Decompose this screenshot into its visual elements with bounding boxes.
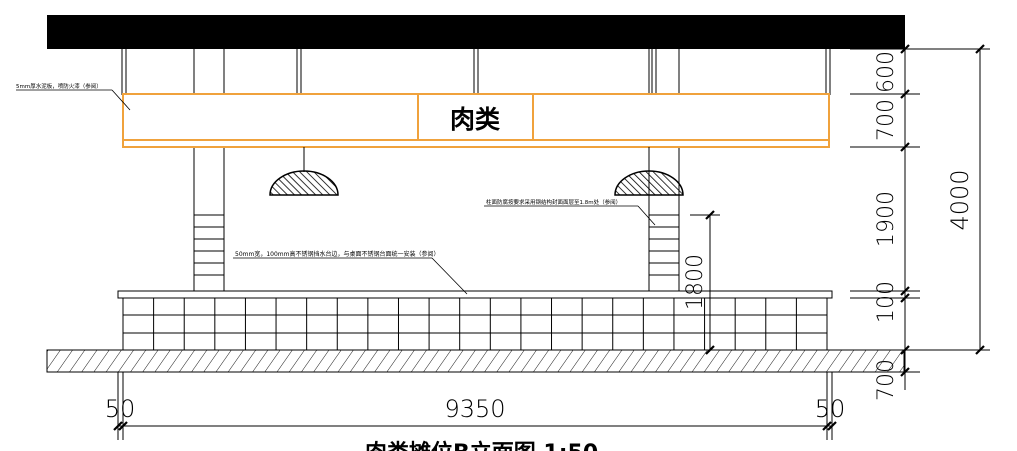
ground-slab	[46, 349, 905, 373]
left-column	[193, 49, 225, 292]
roof-slab	[47, 15, 905, 49]
dim-bottom-left: 50	[105, 395, 136, 423]
dim-700-upper: 700	[874, 99, 899, 141]
dim-4000: 4000	[946, 169, 974, 230]
annotation-top-left: 5mm厚水泥板，喷防火漆（参阅）	[16, 82, 102, 90]
dimension-ticks-right	[900, 44, 985, 377]
pendant-lamp-right	[614, 147, 684, 196]
dimension-chain-right	[830, 48, 990, 390]
annotation-counter-note: 50mm宽，100mm高不锈钢挡水台边，与桌面不锈钢台面统一安装（参阅）	[235, 250, 439, 258]
dim-bottom-span: 9350	[444, 395, 505, 423]
annotation-column-note: 柱面防腐按要求采用钢结构封面面层至1.8m处（参阅）	[486, 198, 621, 206]
pendant-lamp-left	[269, 147, 339, 196]
upper-posts	[121, 49, 831, 95]
sign-text: 肉类	[450, 105, 501, 134]
annotation-leaders	[16, 89, 656, 295]
counter-body-outline	[122, 297, 828, 351]
dim-1900: 1900	[874, 191, 899, 247]
dimension-column-height	[690, 214, 720, 350]
dim-1800: 1800	[683, 254, 708, 310]
dimension-ticks-bottom	[113, 421, 837, 431]
counter-top	[117, 290, 833, 299]
drawing-title: 肉类摊位B立面图 1:50	[365, 440, 598, 451]
counter-tiles	[122, 297, 828, 351]
dim-600: 600	[874, 51, 899, 93]
dim-700-lower: 700	[874, 359, 899, 401]
dim-bottom-right: 50	[815, 395, 846, 423]
dim-100: 100	[874, 281, 899, 323]
dimension-column-ticks	[705, 210, 715, 355]
dimension-chain-bottom	[117, 372, 833, 440]
sign-band	[122, 93, 830, 148]
right-column	[648, 49, 680, 292]
